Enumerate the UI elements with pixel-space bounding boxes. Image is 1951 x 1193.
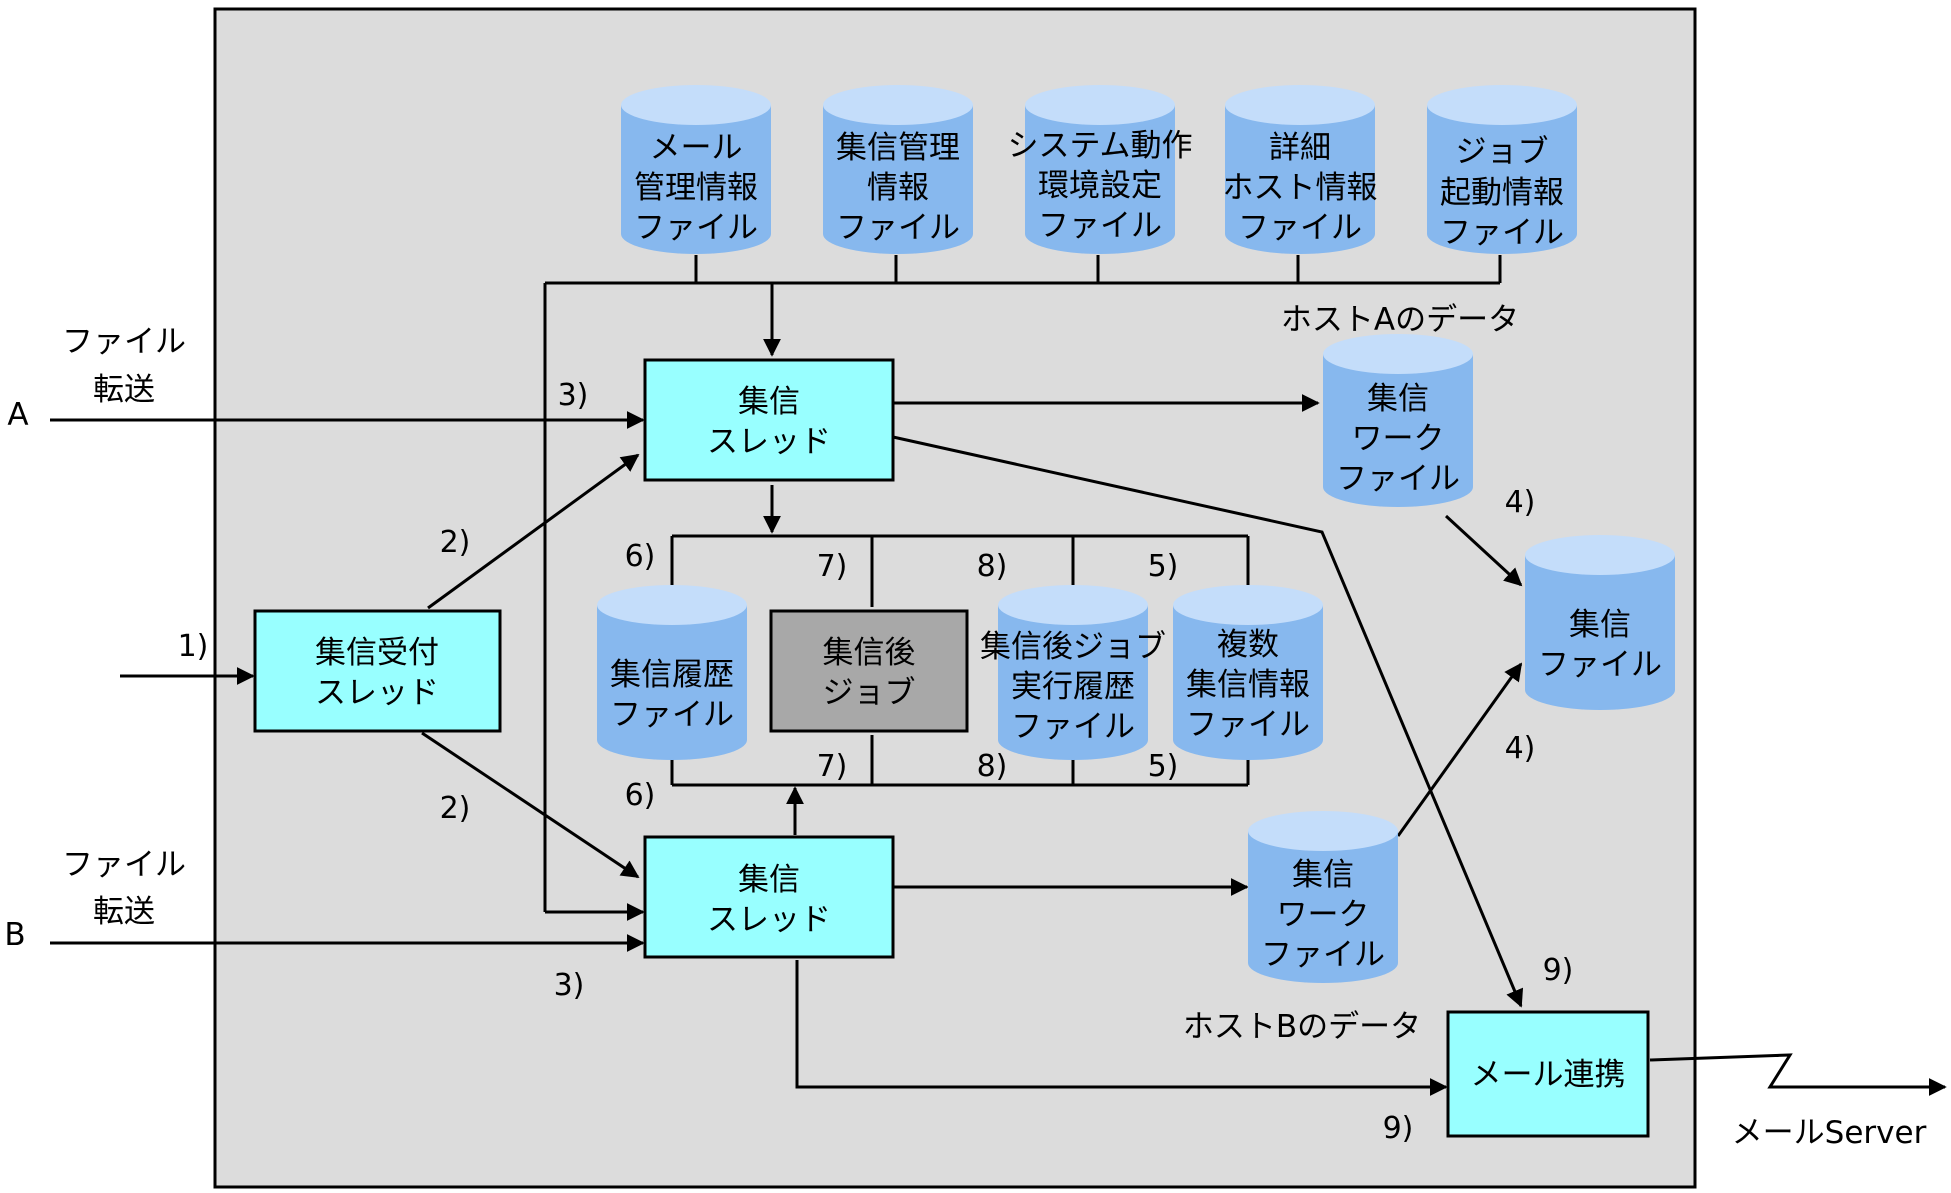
label-a: A: [7, 397, 28, 433]
cyl-history: [597, 585, 747, 760]
cyl-work-b: [1248, 811, 1398, 983]
cyl-postjob-history: [998, 585, 1148, 760]
cyl-job-start: [1427, 85, 1577, 254]
mail-link: [1446, 1010, 1650, 1138]
postjob-history-line3: ファイル: [1011, 709, 1135, 745]
post-job-line1: 集信後: [823, 635, 916, 671]
system-env-line3: ファイル: [1038, 208, 1162, 244]
cyl-collect-mgmt: [823, 85, 973, 254]
collect-mgmt-line3: ファイル: [836, 210, 960, 246]
mail-mgmt-line1: メール: [650, 130, 743, 166]
job-start-line1: ジョブ: [1456, 134, 1549, 170]
host-b-caption: ホストBのデータ: [1183, 1009, 1421, 1045]
collect-file-line2: ファイル: [1538, 647, 1662, 683]
thread-b-line2: スレッド: [707, 902, 831, 938]
work-a-line3: ファイル: [1336, 461, 1460, 497]
step-4-lower: 4): [1505, 731, 1536, 766]
reception-line2: スレッド: [315, 675, 439, 711]
step-8-lower: 8): [977, 749, 1008, 784]
job-start-line2: 起動情報: [1440, 175, 1564, 211]
collect-thread-b: [643, 835, 895, 959]
system-env-line2: 環境設定: [1038, 168, 1162, 204]
host-detail-line1: 詳細: [1269, 130, 1331, 166]
label-b: B: [4, 917, 25, 953]
step-6-lower: 6): [625, 778, 656, 813]
connectors: [50, 255, 1947, 1096]
history-line2: ファイル: [610, 697, 734, 733]
collect-file-line1: 集信: [1569, 607, 1631, 643]
transfer-a-line2: 転送: [93, 372, 155, 408]
job-start-line3: ファイル: [1440, 215, 1564, 251]
postjob-history-line2: 実行履歴: [1011, 669, 1135, 705]
reception-line1: 集信受付: [315, 635, 439, 671]
step-1: 1): [178, 629, 209, 664]
data-files: [597, 85, 1675, 983]
step-7-lower: 7): [817, 749, 848, 784]
step-8-upper: 8): [977, 549, 1008, 584]
work-a-line2: ワーク: [1352, 421, 1445, 457]
thread-b-line1: 集信: [738, 862, 800, 898]
post-job-line2: ジョブ: [823, 675, 916, 711]
step-5-lower: 5): [1148, 749, 1179, 784]
mail-server-label: メールServer: [1732, 1115, 1927, 1151]
multi-info-line2: 集信情報: [1186, 667, 1310, 703]
work-b-line3: ファイル: [1261, 937, 1385, 973]
cyl-collect-file: [1525, 535, 1675, 710]
step-9-upper: 9): [1543, 953, 1574, 988]
host-a-caption: ホストAのデータ: [1281, 302, 1519, 338]
system-env-line1: システム動作: [1007, 128, 1192, 164]
cyl-mail-mgmt: [621, 85, 771, 254]
collect-mgmt-line1: 集信管理: [836, 130, 960, 166]
cyl-work-a: [1323, 334, 1473, 507]
work-b-line1: 集信: [1292, 857, 1354, 893]
step-5-upper: 5): [1148, 549, 1179, 584]
transfer-a-line1: ファイル: [62, 324, 186, 360]
multi-info-line3: ファイル: [1186, 707, 1310, 743]
postjob-history-line1: 集信後ジョブ: [980, 629, 1166, 665]
mail-mgmt-line3: ファイル: [634, 210, 758, 246]
collect-thread-a: [643, 358, 895, 482]
cyl-multi-info: [1173, 585, 1323, 760]
step-3-lower: 3): [554, 968, 585, 1003]
host-detail-line2: ホスト情報: [1223, 170, 1378, 206]
host-detail-line3: ファイル: [1238, 210, 1362, 246]
thread-a-line2: スレッド: [707, 424, 831, 460]
mail-mgmt-line2: 管理情報: [634, 170, 758, 206]
transfer-b-line1: ファイル: [62, 847, 186, 883]
history-line1: 集信履歴: [610, 657, 734, 693]
step-6-upper: 6): [625, 539, 656, 574]
step-2-lower: 2): [440, 791, 471, 826]
work-b-line2: ワーク: [1277, 897, 1370, 933]
thread-a-line1: 集信: [738, 384, 800, 420]
mail-link-label: メール連携: [1471, 1057, 1626, 1093]
cyl-host-detail: [1225, 85, 1375, 254]
labels: A B ファイル 転送 ファイル 転送 メールServer 集信 スレッド 集信…: [4, 128, 1926, 1151]
process-boxes: [253, 358, 1650, 1138]
post-collect-job: [769, 609, 969, 733]
transfer-b-line2: 転送: [93, 894, 155, 930]
reception-thread: [253, 609, 502, 733]
step-9-lower: 9): [1383, 1111, 1414, 1146]
step-4-upper: 4): [1505, 485, 1536, 520]
cyl-system-env: [1025, 85, 1175, 254]
work-a-line1: 集信: [1367, 381, 1429, 417]
step-7-upper: 7): [817, 549, 848, 584]
multi-info-line1: 複数: [1217, 627, 1279, 663]
step-2-upper: 2): [440, 525, 471, 560]
step-3-upper: 3): [558, 378, 589, 413]
collect-mgmt-line2: 情報: [867, 170, 929, 206]
